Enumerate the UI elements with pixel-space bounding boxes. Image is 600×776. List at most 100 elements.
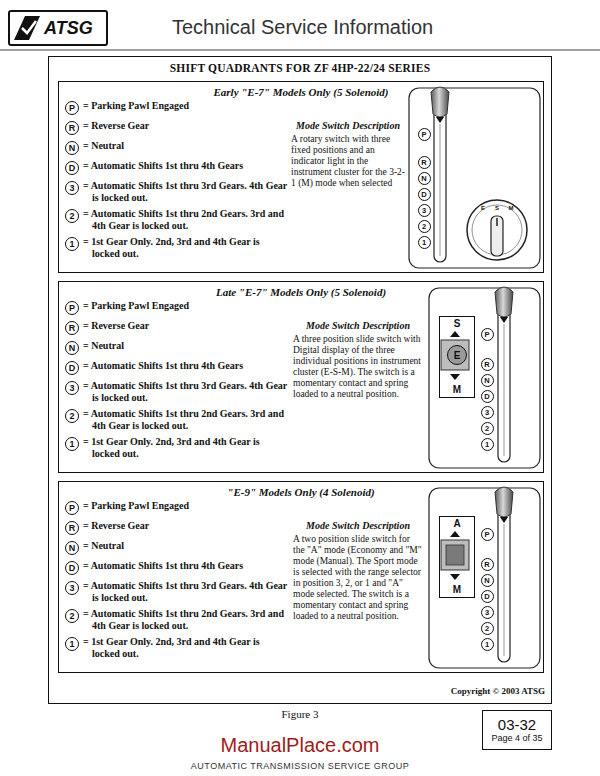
switch-button: E (447, 345, 467, 365)
range-symbol: 3 (65, 381, 79, 395)
range-description: = Automatic Shifts 1st thru 2nd Gears. 3… (83, 608, 288, 632)
header-rule (0, 50, 600, 51)
section-heading: Mode Switch Description (283, 120, 413, 132)
quadrant-position: R (418, 156, 431, 169)
node-text: N (69, 543, 76, 553)
node-text: 3 (422, 206, 426, 215)
node-text: Early "E-7" Models Only (5 Solenoid) (59, 82, 543, 98)
node-text: 1 (69, 239, 74, 249)
page-number-box: 03-32Page 4 of 35 (482, 710, 552, 750)
section-heading: Mode Switch Description (285, 520, 431, 532)
dial-marking: E (477, 204, 489, 212)
node-text: D (69, 363, 76, 373)
node-text: 2 (485, 624, 489, 633)
quadrant-position: 1 (481, 638, 494, 651)
description-text: A three position slide switch with Digit… (293, 334, 423, 400)
range-description: = Automatic Shifts 1st thru 3rd Gears. 4… (83, 380, 288, 404)
section-heading: Mode Switch Description (285, 320, 431, 332)
range-description: = 1st Gear Only. 2nd, 3rd and 4th Gear i… (83, 636, 288, 660)
copyright-note: Copyright © 2003 ATSG (300, 686, 545, 696)
node-text: D (484, 592, 489, 601)
range-description: = Parking Pawl Engaged (83, 100, 288, 112)
range-symbol: D (65, 361, 79, 375)
quadrant-position: P (481, 528, 494, 541)
node-text: 1 (485, 440, 489, 449)
quadrant-position: N (481, 374, 494, 387)
quadrant-position: P (481, 328, 494, 341)
node-text: 2 (69, 211, 74, 221)
quadrant-position: D (481, 390, 494, 403)
range-symbol: R (65, 121, 79, 135)
node-text: Late "E-7" Models Only (5 Solenoid) (59, 282, 543, 298)
range-description: = Reverse Gear (83, 520, 288, 532)
node-text: P (484, 330, 489, 339)
range-description: = Automatic Shifts 1st thru 3rd Gears. 4… (83, 580, 288, 604)
node-text: M (453, 584, 461, 595)
logo-icon (14, 16, 40, 40)
node-text: R (69, 523, 76, 533)
shift-quadrant (429, 287, 540, 468)
dial-marking: S (491, 204, 503, 212)
range-symbol: 3 (65, 181, 79, 195)
range-description: = Automatic Shifts 1st thru 2nd Gears. 3… (83, 408, 288, 432)
node-text: 3 (485, 608, 489, 617)
mode-switch: AM (439, 516, 475, 598)
node-text: R (484, 560, 489, 569)
range-description: = Reverse Gear (83, 120, 288, 132)
node-text: D (69, 563, 76, 573)
node-text: N (484, 576, 489, 585)
range-description: = Automatic Shifts 1st thru 4th Gears (83, 160, 288, 172)
quadrant-position: 2 (418, 220, 431, 233)
range-description: = 1st Gear Only. 2nd, 3rd and 4th Gear i… (83, 236, 288, 260)
range-symbol: 1 (65, 237, 79, 251)
node-text: P (69, 303, 75, 313)
node-text: R (69, 323, 76, 333)
quadrant-position: 1 (481, 438, 494, 451)
range-description: = Neutral (83, 140, 288, 152)
shift-quadrant (429, 487, 540, 668)
node-text: D (484, 392, 489, 401)
quadrant-position: 3 (481, 406, 494, 419)
node-text: 03-32 (498, 716, 536, 733)
node-text: 2 (69, 611, 74, 621)
node-text: N (484, 376, 489, 385)
node-text: N (69, 143, 76, 153)
node-text: D (421, 190, 426, 199)
description-text: A rotary switch with three fixed positio… (291, 134, 405, 189)
quadrant-position: 2 (481, 422, 494, 435)
range-symbol: N (65, 141, 79, 155)
node-text: 1 (69, 639, 74, 649)
range-description: = Reverse Gear (83, 320, 288, 332)
quadrant-position: R (481, 358, 494, 371)
range-symbol: N (65, 341, 79, 355)
node-text: 2 (485, 424, 489, 433)
range-description: = Neutral (83, 540, 288, 552)
node-text: N (69, 343, 76, 353)
quadrant-position: D (418, 188, 431, 201)
node-text: R (484, 360, 489, 369)
quadrant-position: N (481, 574, 494, 587)
range-symbol: D (65, 161, 79, 175)
range-symbol: 3 (65, 581, 79, 595)
quadrant-position: 1 (418, 236, 431, 249)
range-symbol: P (65, 501, 79, 515)
description-text: A two position slide switch for the "A" … (293, 534, 423, 622)
range-symbol: 2 (65, 409, 79, 423)
node-text: N (421, 174, 426, 183)
quadrant-position: D (481, 590, 494, 603)
quadrant-position: 3 (418, 204, 431, 217)
dial-marking: M (505, 204, 517, 212)
page-title: Technical Service Information (172, 16, 433, 39)
node-text: 3 (69, 383, 74, 393)
shift-quadrant (409, 87, 540, 268)
figure-number: Figure 3 (200, 708, 400, 720)
node-text: D (69, 163, 76, 173)
node-text: M (453, 384, 461, 395)
quadrant-position: 3 (481, 606, 494, 619)
node-text: P (69, 503, 75, 513)
node-text: 1 (69, 439, 74, 449)
publisher-name: AUTOMATIC TRANSMISSION SERVICE GROUP (150, 761, 450, 772)
range-symbol: 2 (65, 209, 79, 223)
range-symbol: P (65, 301, 79, 315)
range-symbol: 2 (65, 609, 79, 623)
